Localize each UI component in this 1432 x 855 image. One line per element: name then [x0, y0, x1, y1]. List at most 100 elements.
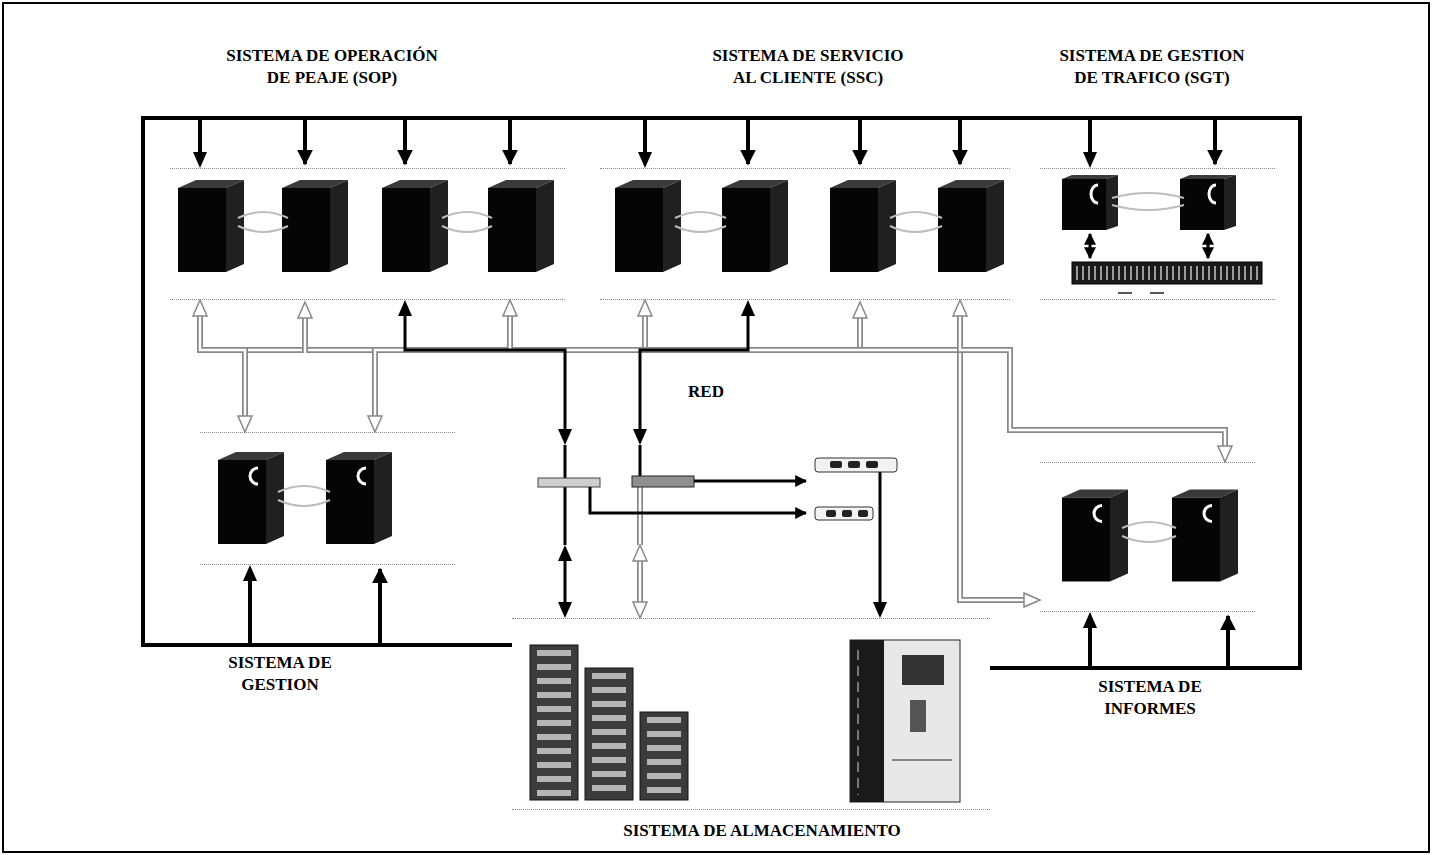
network-wire: [879, 472, 882, 545]
connector-core: [960, 314, 1225, 448]
storage-cabinet: [640, 712, 688, 800]
server-tower: [722, 180, 788, 272]
group-label: SISTEMA DE SERVICIO AL CLIENTE (SSC): [658, 45, 958, 89]
arrow-head: [398, 300, 412, 316]
connector-line: [510, 314, 1026, 600]
network-wire: [694, 480, 806, 483]
hub-port: [842, 510, 852, 517]
connector-line: [143, 118, 512, 645]
server-tower: [218, 452, 284, 544]
page-border: [3, 3, 1429, 852]
arrow-head: [1218, 446, 1232, 462]
hub-port: [830, 461, 842, 468]
connector-line: [640, 314, 748, 431]
tape-library: [850, 640, 960, 802]
connector-line: [200, 314, 245, 418]
connector-line: [960, 314, 1225, 448]
arrow-head: [873, 602, 887, 618]
storage-slots: [537, 650, 571, 796]
bus-arrow: [302, 316, 308, 353]
bus-arrow-head: [853, 302, 867, 318]
network-switch: [632, 476, 694, 487]
disk-rack: [1072, 262, 1262, 284]
group-label: SISTEMA DE OPERACIÓN DE PEAJE (SOP): [182, 45, 482, 89]
network-wire: [564, 445, 567, 478]
feed-arrow: [858, 118, 862, 164]
cluster-link: [442, 212, 492, 232]
server-tower: [615, 180, 681, 272]
network-hub: [815, 458, 897, 472]
tape-library-slot: [910, 700, 926, 732]
tape-library-detail: [857, 650, 859, 795]
server-tower: [488, 180, 554, 272]
bus-arrow-core: [304, 316, 307, 353]
connector-line: [645, 118, 1300, 668]
connector-core: [510, 314, 1026, 600]
server-small: [1180, 175, 1236, 230]
cluster-link: [278, 486, 330, 506]
rack-mark: [1150, 292, 1164, 294]
connector: [398, 300, 572, 445]
network-hub: [815, 507, 873, 520]
feed-arrow: [1213, 118, 1217, 164]
rack-mark: [1118, 292, 1132, 294]
hub-port: [826, 510, 836, 517]
arrow-head: [953, 300, 967, 316]
system-group: SISTEMA DE INFORMES: [1040, 462, 1255, 612]
arrow-head: [1083, 612, 1097, 628]
network-wire-core: [639, 487, 642, 545]
storage-slots: [647, 717, 681, 796]
arrow-head: [368, 416, 382, 432]
arrow-head: [633, 545, 647, 561]
hub-port: [848, 461, 860, 468]
server-tower: [1062, 490, 1128, 582]
system-group: SISTEMA DE GESTION: [200, 432, 455, 565]
server-tower: [326, 452, 392, 544]
arrow-head: [1024, 593, 1040, 607]
connector: [143, 118, 512, 645]
connector-line: [564, 559, 567, 604]
feed-wire: [143, 118, 1300, 668]
connector: [633, 300, 755, 445]
connector: [873, 545, 887, 618]
server-tower: [382, 180, 448, 272]
hub-port: [866, 461, 878, 468]
server-tower: [830, 180, 896, 272]
arrow-head: [238, 416, 252, 432]
arrow-head: [558, 545, 572, 561]
feed-arrow: [303, 118, 307, 164]
system-group: SISTEMA DE OPERACIÓN DE PEAJE (SOP): [170, 168, 565, 300]
connector-line: [990, 118, 1300, 668]
cluster-link: [1122, 522, 1176, 542]
group-label: SISTEMA DE INFORMES: [1075, 676, 1225, 720]
network-wire: [564, 487, 567, 545]
server-tower: [938, 180, 1004, 272]
feed-arrow: [958, 118, 962, 164]
connector: [638, 118, 1300, 668]
connector: [558, 545, 572, 618]
cluster-link: [238, 212, 288, 232]
arrow-head: [633, 429, 647, 445]
arrow-head: [741, 300, 755, 316]
system-group: SISTEMA DE SERVICIO AL CLIENTE (SSC): [600, 168, 1010, 300]
connector: [633, 545, 647, 618]
connector: [990, 612, 1097, 668]
connector-line: [879, 545, 882, 604]
connector-core: [200, 314, 245, 418]
cluster-link: [1112, 193, 1184, 210]
network-wire: [637, 487, 643, 545]
arrow-head: [633, 602, 647, 618]
group-label: SISTEMA DE GESTION: [210, 652, 350, 696]
tape-library-detail: [892, 759, 952, 761]
cluster-link: [890, 212, 942, 232]
server-tower: [282, 180, 348, 272]
connector: [193, 300, 252, 432]
feed-arrow: [1226, 616, 1230, 668]
tape-library-window: [902, 655, 944, 685]
arrow-head: [193, 152, 207, 168]
group-label: SISTEMA DE ALMACENAMIENTO: [542, 820, 982, 842]
storage-cabinet: [530, 645, 578, 800]
network-area: RED: [525, 445, 910, 545]
connector: [953, 300, 1232, 462]
